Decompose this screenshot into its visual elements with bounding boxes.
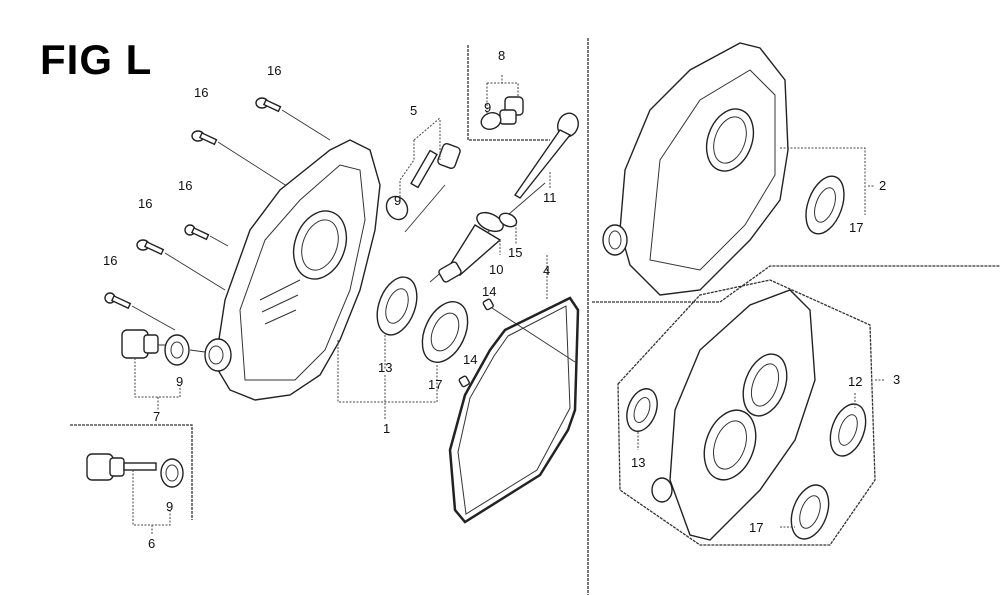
frame-part-6	[70, 424, 193, 520]
label-6: 6	[148, 536, 155, 551]
callout-labels: 16 16 16 16 16 5 9 8 9 11 15 10 4 14 14 …	[103, 48, 900, 551]
bolt-16-b	[191, 130, 291, 189]
label-11: 11	[543, 190, 557, 205]
label-5: 5	[410, 103, 417, 118]
label-13: 13	[631, 455, 645, 470]
label-9: 9	[176, 374, 183, 389]
label-1: 1	[383, 421, 390, 436]
seal-13-bearing-17	[337, 276, 469, 420]
frame-part-8	[467, 45, 550, 141]
crankcase-cover-2	[602, 42, 875, 296]
label-8: 8	[498, 48, 505, 63]
divider-upper-right	[592, 265, 1000, 303]
label-12: 12	[848, 374, 862, 389]
label-9: 9	[166, 499, 173, 514]
bolt-16-group	[104, 97, 331, 331]
filler-cap-6	[86, 453, 184, 535]
label-17: 17	[749, 520, 763, 535]
dipstick-5	[385, 117, 461, 221]
dowel-pins-14	[458, 298, 576, 388]
label-7: 7	[153, 409, 160, 424]
label-17: 17	[849, 220, 863, 235]
bolt-16-a	[255, 97, 331, 141]
label-14: 14	[482, 284, 496, 299]
label-2: 2	[879, 178, 886, 193]
drain-plug-7	[121, 329, 206, 410]
figure-title: FIG L	[40, 36, 153, 83]
crankcase-cover-3	[617, 279, 885, 546]
label-3: 3	[893, 372, 900, 387]
label-16: 16	[178, 178, 192, 193]
bolt-16-d	[136, 239, 226, 291]
label-16: 16	[103, 253, 117, 268]
bolt-16-e	[104, 292, 176, 331]
gasket-4	[448, 255, 580, 524]
filler-cap-8	[480, 75, 524, 130]
label-15: 15	[508, 245, 522, 260]
label-13: 13	[378, 360, 392, 375]
section-dividers	[70, 38, 1000, 595]
dipstick-11	[513, 112, 579, 199]
label-9: 9	[484, 100, 491, 115]
label-16: 16	[194, 85, 208, 100]
label-14: 14	[463, 352, 477, 367]
label-10: 10	[489, 262, 503, 277]
label-4: 4	[543, 263, 550, 278]
label-16: 16	[267, 63, 281, 78]
bolt-16-c	[184, 224, 229, 247]
label-16: 16	[138, 196, 152, 211]
label-17: 17	[428, 377, 442, 392]
label-9: 9	[394, 193, 401, 208]
crankcase-cover-1	[204, 139, 381, 401]
filler-neck-10	[438, 211, 518, 283]
